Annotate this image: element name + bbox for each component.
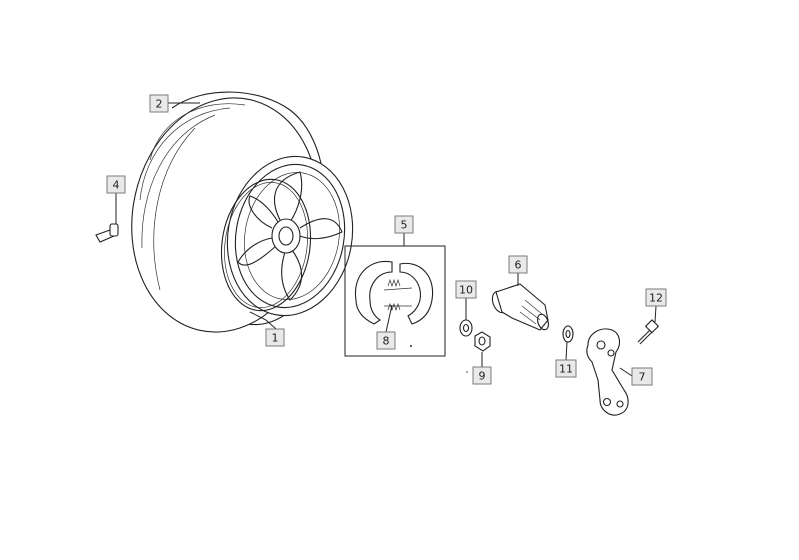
callout-label: 10 [459,284,473,297]
callout-2: 2 [149,94,169,113]
callout-label: 9 [479,370,486,383]
bolt-12-drawing [637,319,660,345]
callout-6: 6 [508,255,528,274]
nut-9-drawing [474,331,491,352]
leader-lines [115,102,657,377]
callout-label: 1 [272,332,279,345]
callout-8: 8 [376,331,396,350]
washer-10-drawing [459,319,473,337]
callout-label: 6 [515,259,522,272]
callout-1: 1 [265,328,285,347]
callout-label: 11 [559,363,573,376]
callout-label: 8 [383,335,390,348]
callout-11: 11 [555,359,577,378]
wheel-rim-drawing [220,155,354,317]
callout-label: 2 [156,98,163,111]
callout-label: 5 [401,219,408,232]
callout-12: 12 [645,288,667,307]
callout-label: 4 [113,179,120,192]
callout-10: 10 [455,280,477,299]
callout-4: 4 [106,175,126,194]
brake-shoe-kit-frame [344,245,446,357]
callout-label: 12 [649,292,663,305]
callout-5: 5 [394,215,414,234]
callout-9: 9 [472,366,492,385]
stray-mark [466,371,468,373]
brake-shoes-drawing [354,260,434,348]
bracket-drawing [586,328,629,416]
callout-7: 7 [631,367,653,386]
valve-drawing [95,223,119,243]
washer-11-drawing [562,325,574,343]
callout-label: 7 [639,371,646,384]
axle-drawing [491,283,549,331]
